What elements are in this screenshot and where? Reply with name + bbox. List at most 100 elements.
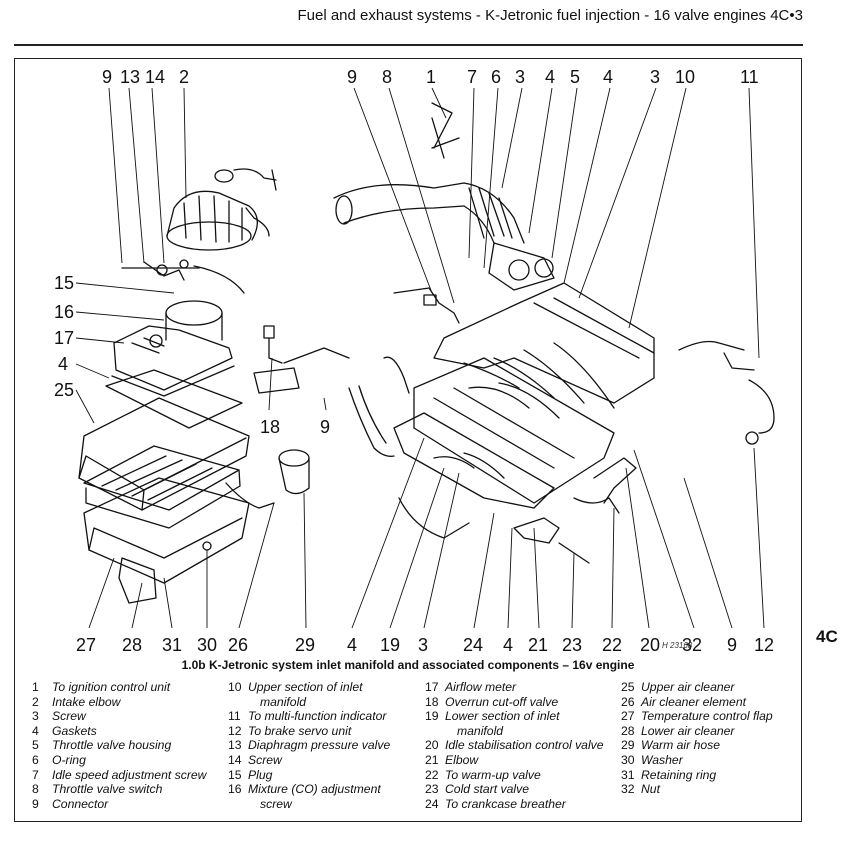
callout-bottom-3: 31 (162, 635, 182, 655)
callout-bottom-4: 30 (197, 635, 217, 655)
callout-numbers: 9 13 14 2 9 8 1 7 6 3 4 5 4 3 10 11 15 1… (54, 67, 774, 655)
wiring-drawing (431, 102, 460, 159)
callout-bottom-2: 28 (122, 635, 142, 655)
callout-bottom-7: 4 (347, 635, 357, 655)
callout-top-7: 1 (426, 67, 436, 87)
callout-top-9: 6 (491, 67, 501, 87)
callout-left-3: 17 (54, 328, 74, 348)
callout-top-8: 7 (467, 67, 477, 87)
lower-manifold-drawing (393, 357, 615, 509)
callout-top-3: 14 (145, 67, 165, 87)
callout-bottom-6: 29 (295, 635, 315, 655)
callout-top-2: 13 (120, 67, 140, 87)
callout-top-10: 3 (515, 67, 525, 87)
chapter-tab-label: 4C (816, 627, 838, 646)
figure-frame (14, 58, 802, 822)
overrun-valve-drawing (253, 325, 350, 394)
throttle-switch-drawing (393, 287, 460, 324)
intake-elbow-drawing (166, 168, 277, 251)
page-header: Fuel and exhaust systems - K-Jetronic fu… (297, 7, 803, 24)
callout-mid-1: 18 (260, 417, 280, 437)
callout-top-5: 9 (347, 67, 357, 87)
callout-bottom-13: 23 (562, 635, 582, 655)
leader-lines (75, 87, 765, 629)
callout-left-5: 25 (54, 380, 74, 400)
callout-bottom-10: 24 (463, 635, 483, 655)
exploded-diagram: 9 13 14 2 9 8 1 7 6 3 4 5 4 3 10 11 15 1… (54, 67, 775, 655)
callout-top-15: 10 (675, 67, 695, 87)
airflow-meter-drawing (111, 300, 235, 397)
callout-bottom-5: 26 (228, 635, 248, 655)
callout-bottom-17: 9 (727, 635, 737, 655)
callout-bottom-9: 3 (418, 635, 428, 655)
figure-caption: 1.0b K-Jetronic system inlet manifold an… (181, 658, 635, 672)
callout-top-11: 4 (545, 67, 555, 87)
callout-bottom-18: 12 (754, 635, 774, 655)
callout-left-4: 4 (58, 354, 68, 374)
gasket-drawing (105, 369, 243, 429)
callout-top-1: 9 (102, 67, 112, 87)
warm-air-hose-drawing (225, 482, 275, 509)
header-rule (14, 44, 803, 46)
callout-bottom-16: 32 (682, 635, 702, 655)
callout-mid-2: 9 (320, 417, 330, 437)
upper-manifold-drawing (433, 282, 655, 419)
callout-left-2: 16 (54, 302, 74, 322)
chapter-tab: 4C (808, 615, 841, 661)
callout-bottom-11: 4 (503, 635, 513, 655)
hose-29-drawing (278, 449, 310, 495)
callout-top-6: 8 (382, 67, 392, 87)
callout-top-16: 11 (740, 67, 759, 87)
callout-top-13: 4 (603, 67, 613, 87)
callout-bottom-8: 19 (380, 635, 400, 655)
callout-bottom-14: 22 (602, 635, 622, 655)
callout-top-12: 5 (570, 67, 580, 87)
callout-left-1: 15 (54, 273, 74, 293)
figure-ref-code: H 23168 (662, 641, 693, 650)
callout-bottom-12: 21 (528, 635, 548, 655)
brake-servo-hose-drawing (678, 340, 775, 445)
elbow-hoses-drawing (348, 356, 470, 539)
callout-top-4: 2 (179, 67, 189, 87)
cold-start-valve-drawing (513, 457, 637, 564)
callout-bottom-15: 20 (640, 635, 660, 655)
pressure-valve-drawing (121, 259, 245, 294)
callout-top-14: 3 (650, 67, 660, 87)
